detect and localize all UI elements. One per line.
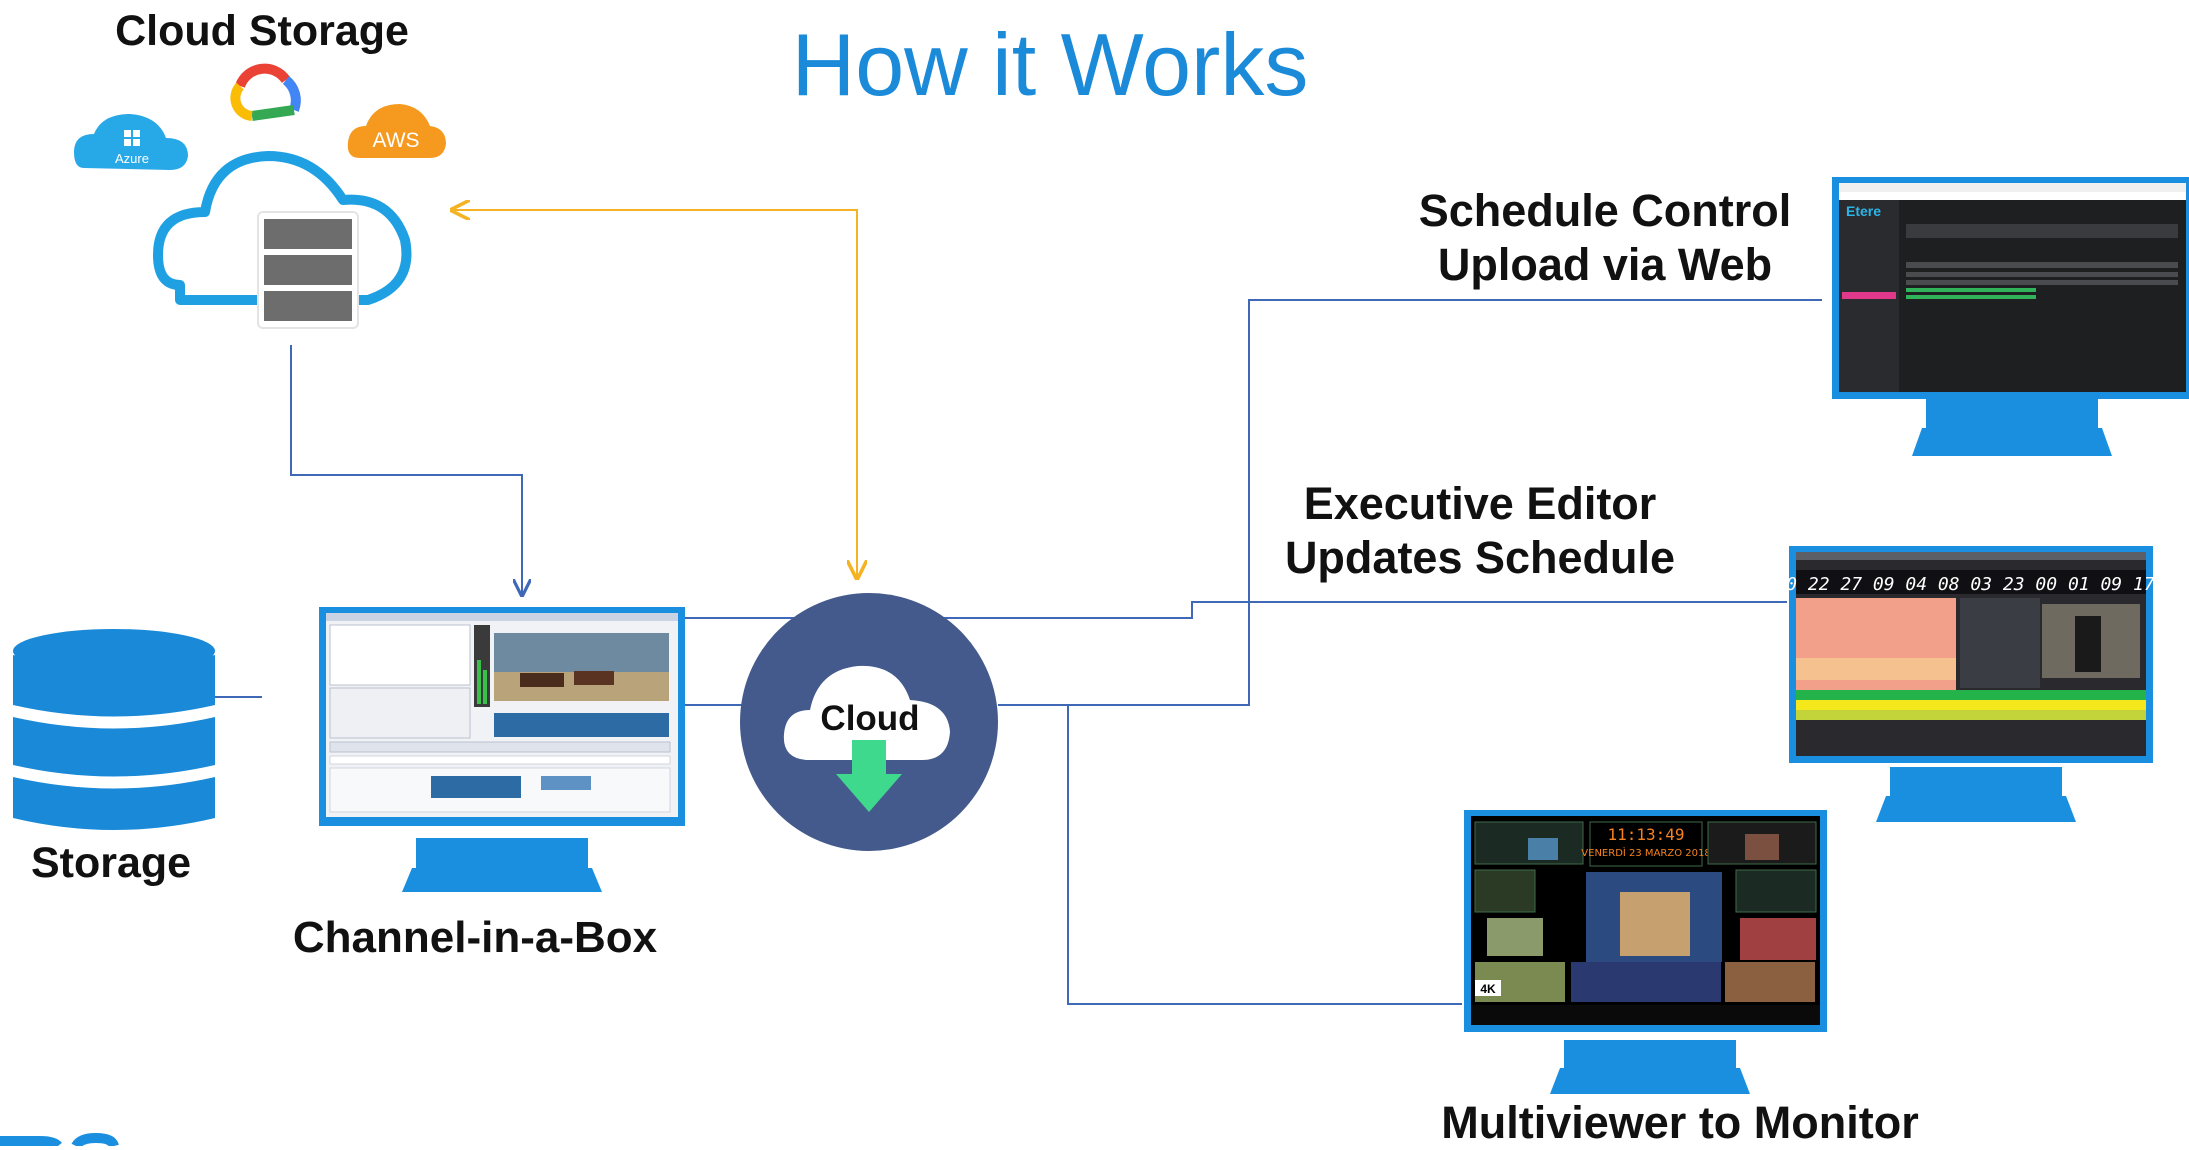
cloud-down-arrow-shaft — [852, 740, 886, 776]
google-cloud-logo — [230, 63, 301, 121]
multiviewer-4k-badge: 4K — [1480, 982, 1496, 996]
aws-text: AWS — [372, 129, 419, 152]
cloud-storage-label: Cloud Storage — [115, 7, 409, 55]
multiviewer-monitor: 11:13:49 VENERDÌ 23 MARZO 2018 4K — [1464, 810, 1827, 1094]
storage-database-icon — [13, 629, 215, 830]
cloud-down-arrow-head — [836, 774, 902, 812]
executive-editor-monitor: 00 22 27 09 04 08 03 23 00 01 09 17 — [1775, 546, 2155, 822]
azure-text: Azure — [115, 151, 149, 166]
cloud-to-web-connector — [998, 299, 1822, 706]
executive-editor-label: Executive Editor Updates Schedule — [1230, 477, 1730, 585]
cloud-label: Cloud — [820, 699, 920, 738]
multiviewer-label: Multiviewer to Monitor — [1441, 1097, 1919, 1148]
page-title: How it Works — [791, 15, 1309, 114]
channel-in-a-box-label: Channel-in-a-Box — [292, 913, 658, 962]
web-brand-text: Etere — [1846, 203, 1881, 219]
executive-editor-line1: Executive Editor — [1303, 478, 1657, 529]
schedule-control-line2: Upload via Web — [1437, 239, 1773, 290]
azure-logo: Azure — [74, 114, 188, 170]
cloud-to-editor-connector — [1190, 601, 1787, 619]
schedule-control-line1: Schedule Control — [1418, 185, 1792, 236]
connector-lines — [212, 210, 1822, 1005]
multiviewer-date-text: VENERDÌ 23 MARZO 2018 — [1581, 846, 1710, 859]
editor-clock-text: 00 22 27 09 04 08 03 23 00 01 09 17 — [1775, 574, 2154, 595]
schedule-control-label: Schedule Control Upload via Web — [1340, 184, 1870, 292]
executive-editor-line2: Updates Schedule — [1284, 532, 1676, 583]
cloud-storage-cloud-connector — [452, 210, 857, 578]
aws-logo: AWS — [347, 104, 446, 158]
cloud-storage-to-cib-connector — [290, 345, 522, 595]
cloud-storage-icon — [153, 151, 412, 329]
multiviewer-time-text: 11:13:49 — [1607, 825, 1684, 844]
channel-in-a-box-monitor — [319, 607, 685, 892]
storage-label: Storage — [30, 839, 192, 887]
brand-logo-partial — [0, 1132, 119, 1146]
cloud-node — [740, 593, 998, 851]
web-schedule-monitor: Etere — [1832, 177, 2189, 456]
cloud-to-multiviewer-connector — [1067, 705, 1462, 1005]
